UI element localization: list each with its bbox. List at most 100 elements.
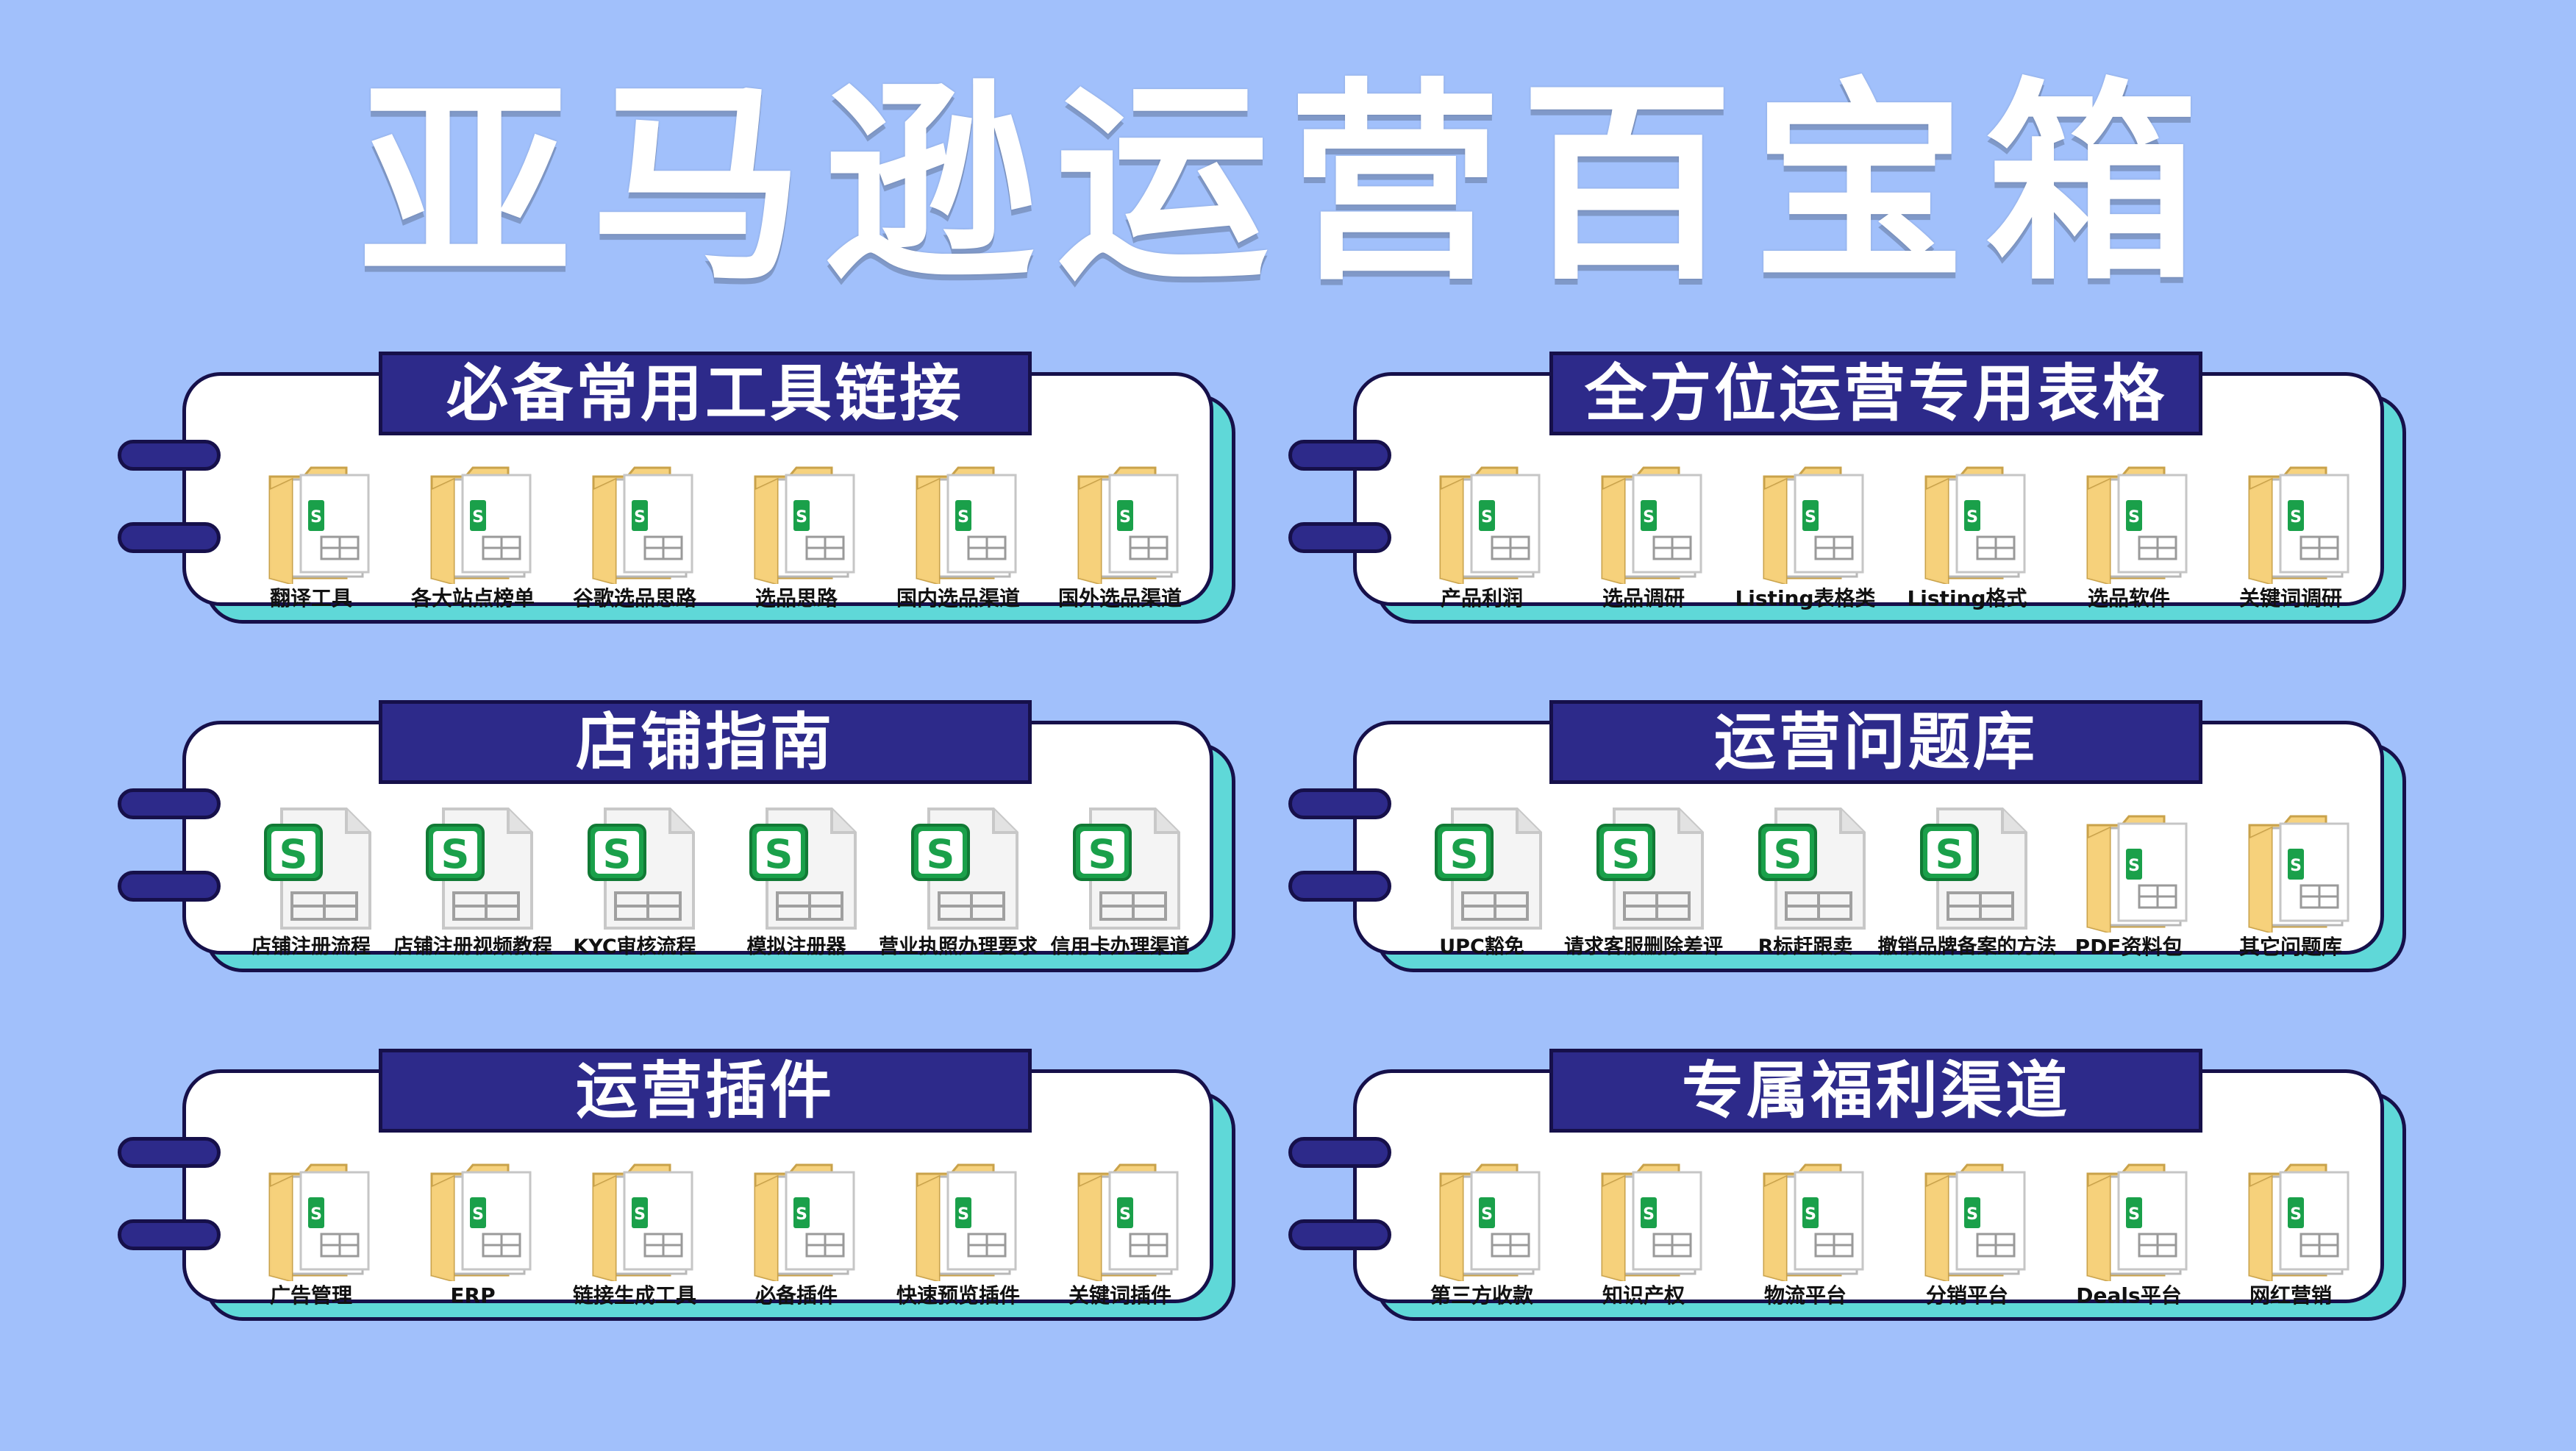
file-item-label: 链接生成工具	[572, 1283, 696, 1308]
svg-text:S: S	[1805, 508, 1816, 527]
svg-text:S: S	[927, 831, 955, 877]
panel-tools: 必备常用工具链接 S 翻译工具 S 各大站点榜单	[118, 352, 1240, 624]
file-item[interactable]: S PDF资料包	[2052, 803, 2206, 959]
file-item-label: KYC审核流程	[573, 935, 696, 958]
file-item-label: Listing表格类	[1735, 586, 1876, 610]
file-item-label: 产品利润	[1440, 586, 1523, 610]
file-item-label: 请求客服删除差评	[1564, 935, 1723, 958]
file-item-label: 选品调研	[1602, 586, 1685, 610]
spreadsheet-icon: S	[1754, 803, 1872, 933]
svg-text:S: S	[2290, 508, 2302, 527]
file-item[interactable]: S 链接生成工具	[557, 1152, 712, 1308]
file-item[interactable]: S 网红营销	[2213, 1152, 2368, 1308]
svg-text:S: S	[472, 1205, 484, 1224]
svg-text:S: S	[1643, 1205, 1655, 1224]
file-item[interactable]: S 关键词调研	[2213, 454, 2368, 610]
binder-ring-icon	[118, 440, 221, 471]
folder-icon: S	[260, 1152, 377, 1283]
panel-title: 店铺指南	[379, 700, 1032, 784]
panel-title: 全方位运营专用表格	[1549, 352, 2202, 435]
svg-text:S: S	[796, 508, 807, 527]
binder-ring-icon	[1288, 788, 1391, 819]
file-item[interactable]: S 谷歌选品思路	[557, 454, 712, 610]
file-item[interactable]: S 分销平台	[1890, 1152, 2044, 1308]
file-item[interactable]: S 选品调研	[1566, 454, 1721, 610]
file-item[interactable]: S 翻译工具	[234, 454, 388, 610]
svg-text:S: S	[634, 1205, 646, 1224]
file-item[interactable]: S 关键词插件	[1043, 1152, 1197, 1308]
file-item-label: Listing格式	[1907, 586, 2027, 610]
binder-ring-icon	[118, 871, 221, 902]
file-item-label: 必备插件	[754, 1283, 838, 1308]
folder-icon: S	[421, 454, 539, 585]
svg-text:S: S	[2290, 857, 2302, 875]
folder-icon: S	[260, 454, 377, 585]
svg-text:S: S	[2290, 1205, 2302, 1224]
folder-icon: S	[1430, 454, 1548, 585]
file-item-label: 谷歌选品思路	[572, 586, 696, 610]
file-item-label: PDF资料包	[2074, 935, 2183, 959]
spreadsheet-icon: S	[1430, 803, 1548, 933]
panel-items: S 翻译工具 S 各大站点榜单 S	[234, 454, 1197, 610]
file-item[interactable]: S 快速预览插件	[881, 1152, 1035, 1308]
file-item[interactable]: S 物流平台	[1728, 1152, 1883, 1308]
file-item[interactable]: S 营业执照办理要求	[879, 803, 1038, 958]
svg-text:S: S	[1088, 831, 1117, 877]
file-item[interactable]: S 产品利润	[1405, 454, 1559, 610]
file-item[interactable]: S Listing格式	[1890, 454, 2044, 610]
binder-ring-icon	[118, 1137, 221, 1168]
panel-items: S 第三方收款 S 知识产权 S	[1405, 1152, 2368, 1308]
folder-icon: S	[907, 1152, 1024, 1283]
file-item[interactable]: S 选品软件	[2052, 454, 2206, 610]
file-item[interactable]: S 国外选品渠道	[1043, 454, 1197, 610]
file-item[interactable]: S 选品思路	[719, 454, 874, 610]
file-item[interactable]: S 撤销品牌备案的方法	[1878, 803, 2057, 958]
file-item[interactable]: S 请求客服删除差评	[1564, 803, 1723, 958]
file-item[interactable]: S 店铺注册流程	[234, 803, 388, 958]
file-item[interactable]: S KYC审核流程	[557, 803, 712, 958]
binder-ring-icon	[1288, 871, 1391, 902]
folder-icon: S	[745, 1152, 863, 1283]
folder-icon: S	[1754, 454, 1872, 585]
panel-store: 店铺指南 S 店铺注册流程 S 店铺注册视频教程	[118, 700, 1240, 972]
file-item[interactable]: S 其它问题库	[2213, 803, 2368, 959]
binder-ring-icon	[1288, 1219, 1391, 1250]
panel-title: 专属福利渠道	[1549, 1049, 2202, 1133]
file-item[interactable]: S ERP	[396, 1152, 550, 1308]
file-item-label: 选品思路	[754, 586, 838, 610]
spreadsheet-icon: S	[1592, 803, 1710, 933]
file-item[interactable]: S Listing表格类	[1728, 454, 1883, 610]
folder-icon: S	[1754, 1152, 1872, 1283]
svg-text:S: S	[603, 831, 632, 877]
file-item[interactable]: S 店铺注册视频教程	[393, 803, 552, 958]
file-item[interactable]: S 各大站点榜单	[396, 454, 550, 610]
folder-icon: S	[745, 454, 863, 585]
svg-text:S: S	[2128, 1205, 2140, 1224]
file-item[interactable]: S Deals平台	[2052, 1152, 2206, 1308]
file-item[interactable]: S 必备插件	[719, 1152, 874, 1308]
spreadsheet-icon: S	[421, 803, 539, 933]
file-item-label: 翻译工具	[269, 586, 352, 610]
panel-items: S 产品利润 S 选品调研 S	[1405, 454, 2368, 610]
svg-text:S: S	[2128, 857, 2140, 875]
file-item[interactable]: S 国内选品渠道	[881, 454, 1035, 610]
svg-text:S: S	[796, 1205, 807, 1224]
file-item-label: R标赶跟卖	[1758, 935, 1853, 958]
svg-text:S: S	[1481, 1205, 1493, 1224]
file-item[interactable]: S UPC豁免	[1405, 803, 1559, 958]
svg-text:S: S	[1966, 508, 1978, 527]
file-item[interactable]: S R标赶跟卖	[1728, 803, 1883, 958]
spreadsheet-icon: S	[1916, 803, 2033, 933]
file-item-label: 其它问题库	[2238, 935, 2342, 959]
file-item[interactable]: S 知识产权	[1566, 1152, 1721, 1308]
file-item-label: 店铺注册视频教程	[393, 935, 552, 958]
svg-text:S: S	[765, 831, 793, 877]
spreadsheet-icon: S	[583, 803, 701, 933]
svg-text:S: S	[1119, 1205, 1131, 1224]
panel-items: S 广告管理 S ERP S	[234, 1152, 1197, 1308]
file-item[interactable]: S 信用卡办理渠道	[1043, 803, 1197, 958]
file-item[interactable]: S 模拟注册器	[719, 803, 874, 958]
file-item[interactable]: S 广告管理	[234, 1152, 388, 1308]
page-title: 亚马逊运营百宝箱	[358, 61, 2218, 309]
file-item[interactable]: S 第三方收款	[1405, 1152, 1559, 1308]
